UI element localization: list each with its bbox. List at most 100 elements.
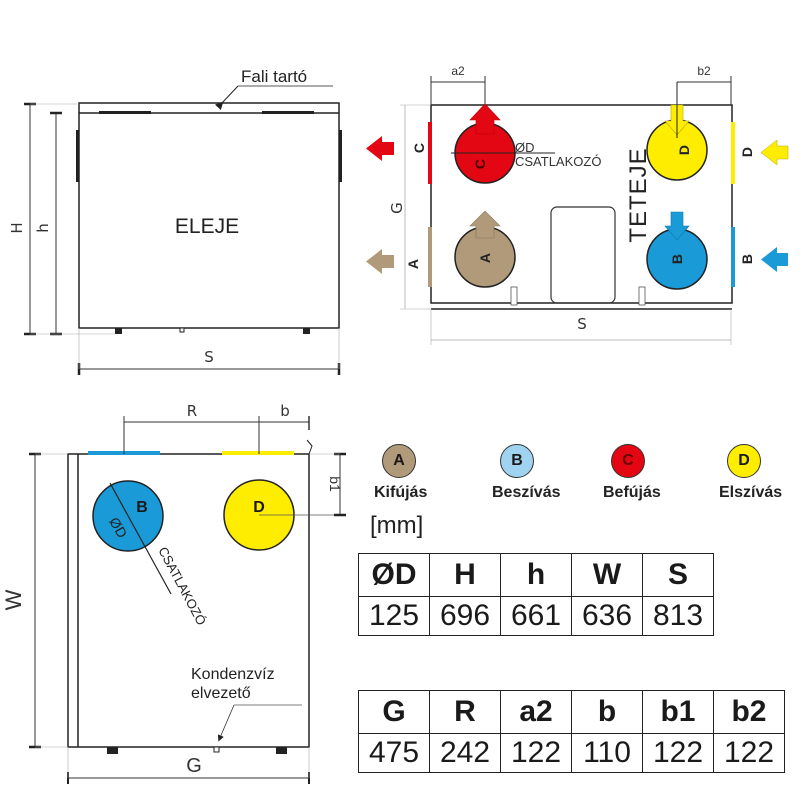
- table2-value-row: 475 242 122 110 122 122: [358, 733, 785, 773]
- table2-header: b1: [642, 690, 714, 734]
- flange-A: [428, 227, 432, 287]
- table2-header-row: G R a2 b b1 b2: [358, 690, 785, 734]
- side-label-D: D: [739, 147, 755, 157]
- legend-dot-D: D: [727, 444, 761, 478]
- unit-label: [mm]: [370, 512, 424, 539]
- table2-header: a2: [500, 690, 572, 734]
- arrow-up-A: [469, 210, 501, 239]
- drain-outlet: [179, 327, 185, 333]
- port-A-label: A: [477, 253, 493, 263]
- condensate-leader-arrow: [217, 704, 235, 742]
- table1-header-row: ØD H h W S: [358, 553, 714, 597]
- outlet-arrow-C: [366, 136, 394, 161]
- dim-b1-label: b1: [327, 476, 343, 492]
- flange-D: [731, 122, 735, 184]
- table2-header: G: [358, 690, 430, 734]
- foot-left: [115, 328, 122, 334]
- foot-right: [303, 328, 310, 334]
- table1-cell: 661: [500, 596, 572, 636]
- table2-header: R: [429, 690, 501, 734]
- top-diam-label: ØD: [515, 140, 535, 155]
- table1-header: h: [500, 553, 572, 597]
- side-view: B ØD CSATLAKOZÓ D R b b1 W G: [1, 402, 346, 784]
- flange-B: [731, 227, 735, 287]
- foot-tab-right: [638, 286, 646, 306]
- side-label-A: A: [405, 259, 421, 269]
- side-housing: [67, 453, 310, 748]
- port-B-label: B: [669, 254, 685, 264]
- table1-cell: 125: [358, 596, 430, 636]
- legend-dot-B: B: [500, 444, 534, 478]
- front-housing: [78, 102, 340, 329]
- corner-mark: [306, 439, 313, 455]
- table1-header: ØD: [358, 553, 430, 597]
- side-label-C: C: [411, 143, 427, 153]
- dim-S-top-label: S: [577, 315, 587, 333]
- table2-cell: 122: [713, 733, 785, 773]
- front-view-title: ELEJE: [175, 215, 239, 238]
- service-door: [550, 206, 616, 304]
- table2-cell: 122: [642, 733, 714, 773]
- table1-value-row: 125 696 661 636 813: [358, 596, 714, 636]
- side-port-B-label: B: [136, 499, 148, 516]
- legend-dot-A: A: [382, 444, 416, 478]
- table2-cell: 110: [571, 733, 643, 773]
- table1-header: W: [571, 553, 643, 597]
- side-foot-right: [276, 747, 287, 754]
- wall-bracket-label: Fali tartó: [241, 67, 307, 86]
- dimensions-table-2: G R a2 b b1 b2 475 242 122 110 122 122: [358, 690, 785, 773]
- condensate-label-line2: elvezető: [191, 685, 251, 702]
- legend-label-C: Befújás: [603, 484, 661, 501]
- side-drain: [213, 746, 220, 753]
- arrow-down-B: [664, 211, 690, 241]
- dim-R-label: R: [187, 402, 197, 420]
- dim-H-label: H: [8, 222, 26, 233]
- table1-cell: 813: [642, 596, 714, 636]
- table2-cell: 475: [358, 733, 430, 773]
- wall-bracket-right: [262, 111, 314, 114]
- legend-dot-C: C: [611, 444, 645, 478]
- table2-cell: 122: [500, 733, 572, 773]
- dim-a2-label: a2: [451, 64, 465, 78]
- front-view: ELEJE Fali tartó H h S: [8, 67, 342, 375]
- inlet-arrow-B: [761, 247, 788, 272]
- side-port-D-label: D: [253, 499, 265, 516]
- side-diam-line: [109, 482, 172, 595]
- inlet-arrow-D: [760, 139, 789, 166]
- side-flange-right: [339, 130, 342, 182]
- dim-b-label: b: [280, 402, 290, 420]
- legend-item-B: B Beszívás: [492, 444, 561, 502]
- side-foot-left: [107, 747, 118, 754]
- dimensions-table-1: ØD H h W S 125 696 661 636 813: [358, 553, 714, 636]
- table2-cell: 242: [429, 733, 501, 773]
- side-label-B: B: [739, 254, 755, 264]
- dim-G-side-label: G: [186, 755, 202, 777]
- side-flange-left: [76, 130, 79, 182]
- legend-label-D: Elszívás: [719, 484, 783, 501]
- dim-W-label: W: [1, 589, 26, 610]
- foot-tab-left: [510, 286, 518, 306]
- dim-b2-label: b2: [697, 64, 711, 78]
- legend-item-A: A Kifújás: [374, 444, 428, 502]
- table1-header: H: [429, 553, 501, 597]
- port-C-label: C: [472, 159, 488, 169]
- table1-cell: 696: [429, 596, 501, 636]
- table1-cell: 636: [571, 596, 643, 636]
- legend-item-D: D Elszívás: [719, 444, 783, 502]
- flange-C: [428, 122, 432, 184]
- side-flange-D: [222, 451, 294, 455]
- arrow-up-C: [469, 103, 501, 135]
- table1-header: S: [642, 553, 714, 597]
- legend-label-A: Kifújás: [374, 484, 428, 501]
- outlet-arrow-A: [366, 249, 394, 274]
- table2-header: b: [571, 690, 643, 734]
- dim-S-label: S: [204, 348, 214, 366]
- condensate-label-line1: Kondenzvíz: [191, 666, 275, 683]
- top-view-title: TETEJE: [625, 147, 652, 242]
- legend-label-B: Beszívás: [492, 484, 561, 501]
- top-connector-label: CSATLAKOZÓ: [515, 154, 601, 169]
- wall-bracket-leader: [214, 85, 239, 111]
- legend-item-C: C Befújás: [603, 444, 661, 502]
- port-D-label: D: [676, 145, 692, 155]
